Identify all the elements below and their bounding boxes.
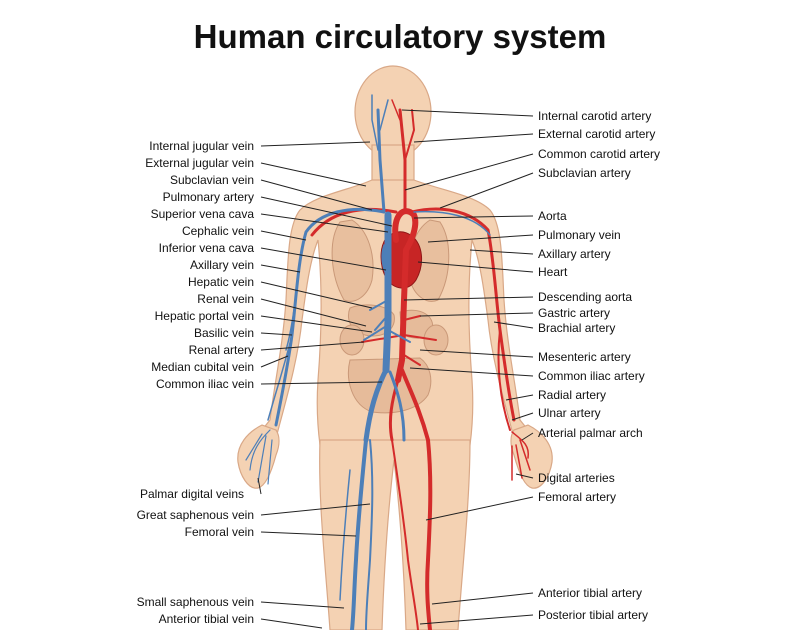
label-renal-vein: Renal vein [197, 292, 254, 306]
right-iliac-vein [388, 370, 406, 442]
diagram-title: Human circulatory system [193, 18, 607, 55]
label-arterial-palmar-arch: Arterial palmar arch [538, 426, 643, 440]
label-radial-artery: Radial artery [538, 388, 606, 402]
left-leader-lines [257, 141, 393, 629]
internal-jugular-vein [376, 108, 386, 214]
head [354, 65, 432, 159]
label-descending-aorta: Descending aorta [538, 290, 632, 304]
label-common-iliac-vein: Common iliac vein [156, 377, 254, 391]
veins [245, 94, 491, 630]
label-internal-jugular-vein: Internal jugular vein [149, 139, 254, 153]
radial-artery [497, 329, 511, 431]
visceral-arteries [361, 315, 437, 366]
left-subclavian-artery [310, 207, 398, 237]
label-femoral-artery: Femoral artery [538, 490, 616, 504]
palmar-arch [511, 431, 531, 481]
label-palmar-digital-veins: Palmar digital veins [140, 487, 244, 501]
label-anterior-tibial-vein: Anterior tibial vein [159, 612, 254, 626]
label-superior-vena-cava: Superior vena cava [151, 207, 255, 221]
label-posterior-tibial-artery: Posterior tibial artery [538, 608, 648, 622]
intestines [347, 357, 432, 414]
label-common-iliac-artery: Common iliac artery [538, 369, 645, 383]
external-jugular-vein [371, 94, 389, 151]
label-axillary-artery: Axillary artery [538, 247, 611, 261]
tibial-artery [391, 439, 419, 630]
aorta [392, 208, 419, 383]
label-external-jugular-vein: External jugular vein [145, 156, 254, 170]
label-femoral-vein: Femoral vein [185, 525, 254, 539]
label-gastric-artery: Gastric artery [538, 306, 610, 320]
label-heart: Heart [538, 265, 568, 279]
vena-cava [382, 211, 392, 374]
label-mesenteric-artery: Mesenteric artery [538, 350, 631, 364]
right-labels: Internal carotid artery External carotid… [538, 109, 660, 622]
femoral-artery [400, 368, 433, 630]
label-basilic-vein: Basilic vein [194, 326, 254, 340]
arteries [310, 99, 531, 630]
label-pulmonary-artery: Pulmonary artery [163, 190, 254, 204]
great-saphenous-vein [365, 439, 374, 630]
palmar-digital-veins [245, 429, 273, 485]
label-cephalic-vein: Cephalic vein [182, 224, 254, 238]
label-internal-carotid-artery: Internal carotid artery [538, 109, 651, 123]
label-external-carotid-artery: External carotid artery [538, 127, 655, 141]
label-brachial-artery: Brachial artery [538, 321, 615, 335]
right-arm-artery [410, 207, 516, 422]
label-median-cubital-vein: Median cubital vein [151, 360, 254, 374]
label-inferior-vena-cava: Inferior vena cava [159, 241, 255, 255]
label-common-carotid-artery: Common carotid artery [538, 147, 660, 161]
abdominal-veins [363, 299, 411, 343]
femoral-vein [350, 438, 368, 630]
label-renal-artery: Renal artery [189, 343, 254, 357]
label-hepatic-vein: Hepatic vein [188, 275, 254, 289]
left-labels: Internal jugular vein External jugular v… [137, 139, 255, 626]
internal-carotid-artery [391, 99, 401, 121]
right-lung [331, 219, 374, 302]
label-aorta: Aorta [538, 209, 567, 223]
small-saphenous-vein [339, 469, 351, 601]
label-hepatic-portal-vein: Hepatic portal vein [155, 309, 254, 323]
label-anterior-tibial-artery: Anterior tibial artery [538, 586, 642, 600]
label-digital-arteries: Digital arteries [538, 471, 615, 485]
label-great-saphenous-vein: Great saphenous vein [137, 508, 254, 522]
label-ulnar-artery: Ulnar artery [538, 406, 601, 420]
label-subclavian-artery: Subclavian artery [538, 166, 631, 180]
label-axillary-vein: Axillary vein [190, 258, 254, 272]
label-subclavian-vein: Subclavian vein [170, 173, 254, 187]
common-iliac-vein [363, 367, 389, 443]
label-small-saphenous-vein: Small saphenous vein [137, 595, 254, 609]
external-carotid-artery [404, 109, 415, 161]
right-leader-lines [401, 109, 534, 625]
label-pulmonary-vein: Pulmonary vein [538, 228, 621, 242]
common-iliac-artery [388, 378, 400, 442]
right-subclavian-vein [413, 210, 491, 236]
